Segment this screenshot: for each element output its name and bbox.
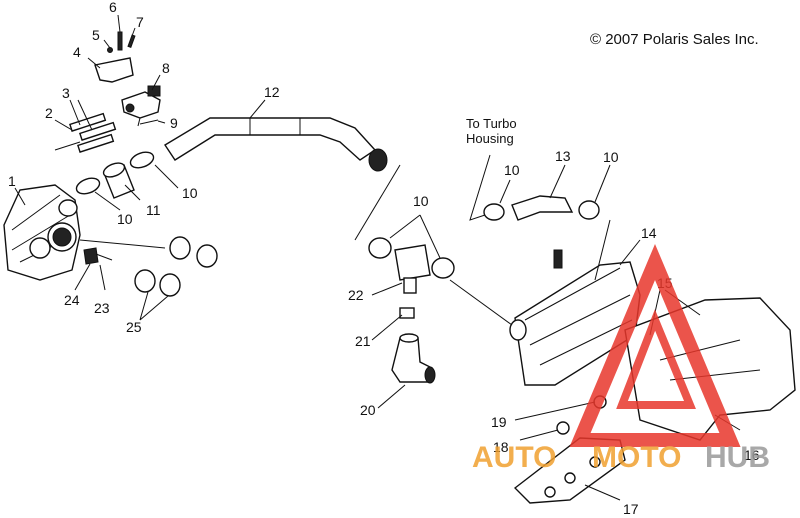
callout-18: 18	[493, 439, 509, 455]
watermark-text-left: AUTO	[472, 441, 556, 474]
part-8-valve	[121, 85, 161, 127]
callout-13: 13	[555, 148, 571, 164]
callout-1: 1	[8, 173, 16, 189]
callout-5: 5	[92, 27, 100, 43]
part-18-washer	[556, 421, 570, 435]
part-22-tee	[368, 237, 455, 294]
part-15-16-shroud	[624, 297, 796, 441]
callout-21: 21	[355, 333, 371, 349]
part-2-3-clips	[69, 112, 117, 153]
callout-4: 4	[73, 44, 81, 60]
callout-12: 12	[264, 84, 280, 100]
part-17-bracket	[513, 437, 626, 504]
part-14-intercooler	[509, 249, 641, 386]
callout-19: 19	[491, 414, 507, 430]
part-1-housing	[3, 184, 81, 281]
part-12-hose	[164, 117, 388, 172]
part-13-hose	[483, 195, 600, 221]
callout-10-a: 10	[182, 185, 198, 201]
part-9-screw	[139, 119, 159, 125]
part-20-elbow	[391, 333, 436, 384]
part-23-24-sensor	[83, 247, 113, 265]
callout-11: 11	[146, 202, 161, 218]
part-4-bracket	[94, 57, 134, 83]
callout-3: 3	[62, 85, 70, 101]
watermark-logo: AUTO MOTO HUB	[472, 243, 770, 474]
callout-14: 14	[641, 225, 657, 241]
callout-10-e: 10	[603, 149, 619, 165]
callout-10-c: 10	[413, 193, 429, 209]
watermark-text-right: HUB	[705, 441, 770, 474]
callout-20: 20	[360, 402, 376, 418]
callout-9: 9	[170, 115, 178, 131]
callout-8: 8	[162, 60, 170, 76]
callout-10-d: 10	[504, 162, 520, 178]
callout-7: 7	[136, 14, 144, 30]
note-to-turbo-line1: To Turbo	[466, 116, 517, 131]
callout-6: 6	[109, 0, 117, 15]
part-11-coupler	[102, 162, 135, 199]
part-10-clamp-b	[129, 151, 155, 169]
part-21-fitting	[399, 307, 415, 319]
callout-10-b: 10	[117, 211, 133, 227]
callout-16: 16	[744, 447, 760, 463]
part-5-6-7-fasteners	[107, 31, 136, 53]
callout-2: 2	[45, 105, 53, 121]
callout-22: 22	[348, 287, 364, 303]
part-10-clamp-a	[75, 177, 101, 195]
callout-23: 23	[94, 300, 110, 316]
callout-25: 25	[126, 319, 142, 335]
callout-24: 24	[64, 292, 80, 308]
callouts: 1 2 3 4 5 6 7 8 9 10 10 10 10 10 11 12 1…	[8, 0, 760, 517]
watermark-text-mid: MOTO	[592, 441, 681, 474]
part-25-clamps	[134, 236, 218, 297]
copyright-text: © 2007 Polaris Sales Inc.	[590, 31, 759, 48]
callout-17: 17	[623, 501, 639, 517]
note-to-turbo-line2: Housing	[466, 131, 514, 146]
